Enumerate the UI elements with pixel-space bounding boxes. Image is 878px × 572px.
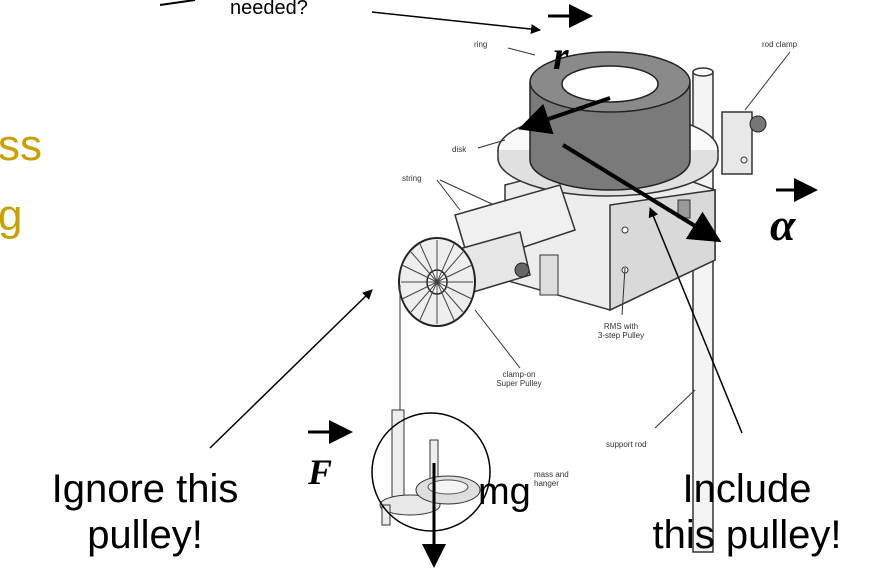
label-super-line1: clamp-on	[502, 370, 536, 379]
label-rms: RMS with 3-step Pulley	[586, 322, 656, 340]
label-mass-line1: mass and	[534, 470, 569, 479]
include-callout-line	[648, 207, 743, 434]
radius-arrow	[518, 96, 611, 135]
include-line2: this pulley!	[652, 513, 842, 557]
alpha-label: α	[770, 199, 796, 250]
top-left-line	[159, 0, 196, 6]
label-super-line2: Super Pulley	[496, 379, 542, 388]
mass-highlight-circle	[371, 412, 491, 532]
mg-label: mg	[478, 471, 531, 513]
label-ring: ring	[474, 40, 488, 49]
ignore-line1: Ignore this	[51, 467, 239, 511]
mass-hanger	[379, 409, 481, 526]
label-rms-line1: RMS with	[603, 322, 639, 331]
r-label: r	[553, 33, 569, 78]
fragment-g: g	[0, 191, 23, 240]
label-rms-line2: 3-step Pulley	[597, 331, 645, 340]
ring	[529, 51, 691, 191]
f-label: F	[308, 452, 333, 492]
include-line1: Include	[682, 467, 812, 511]
label-mass-hanger: mass and hanger	[534, 470, 569, 488]
ignore-callout-line	[209, 289, 373, 449]
label-string: string	[402, 174, 422, 183]
needed-text: needed?	[230, 0, 308, 19]
label-super-pulley: clamp-on Super Pulley	[484, 370, 554, 388]
ignore-line2: pulley!	[87, 513, 203, 557]
label-support-rod: support rod	[606, 440, 647, 449]
super-pulley-wheel	[398, 237, 476, 327]
needed-arrow	[371, 11, 541, 35]
label-rod-clamp: rod clamp	[762, 40, 798, 49]
alpha-arrow	[561, 143, 722, 243]
include-pulley-note: Include this pulley!	[622, 466, 872, 558]
rod-clamp	[721, 111, 767, 175]
fragment-ss: ss	[0, 121, 42, 170]
label-disk: disk	[452, 145, 467, 154]
label-mass-line2: hanger	[534, 479, 559, 488]
ignore-pulley-note: Ignore this pulley!	[30, 466, 260, 558]
